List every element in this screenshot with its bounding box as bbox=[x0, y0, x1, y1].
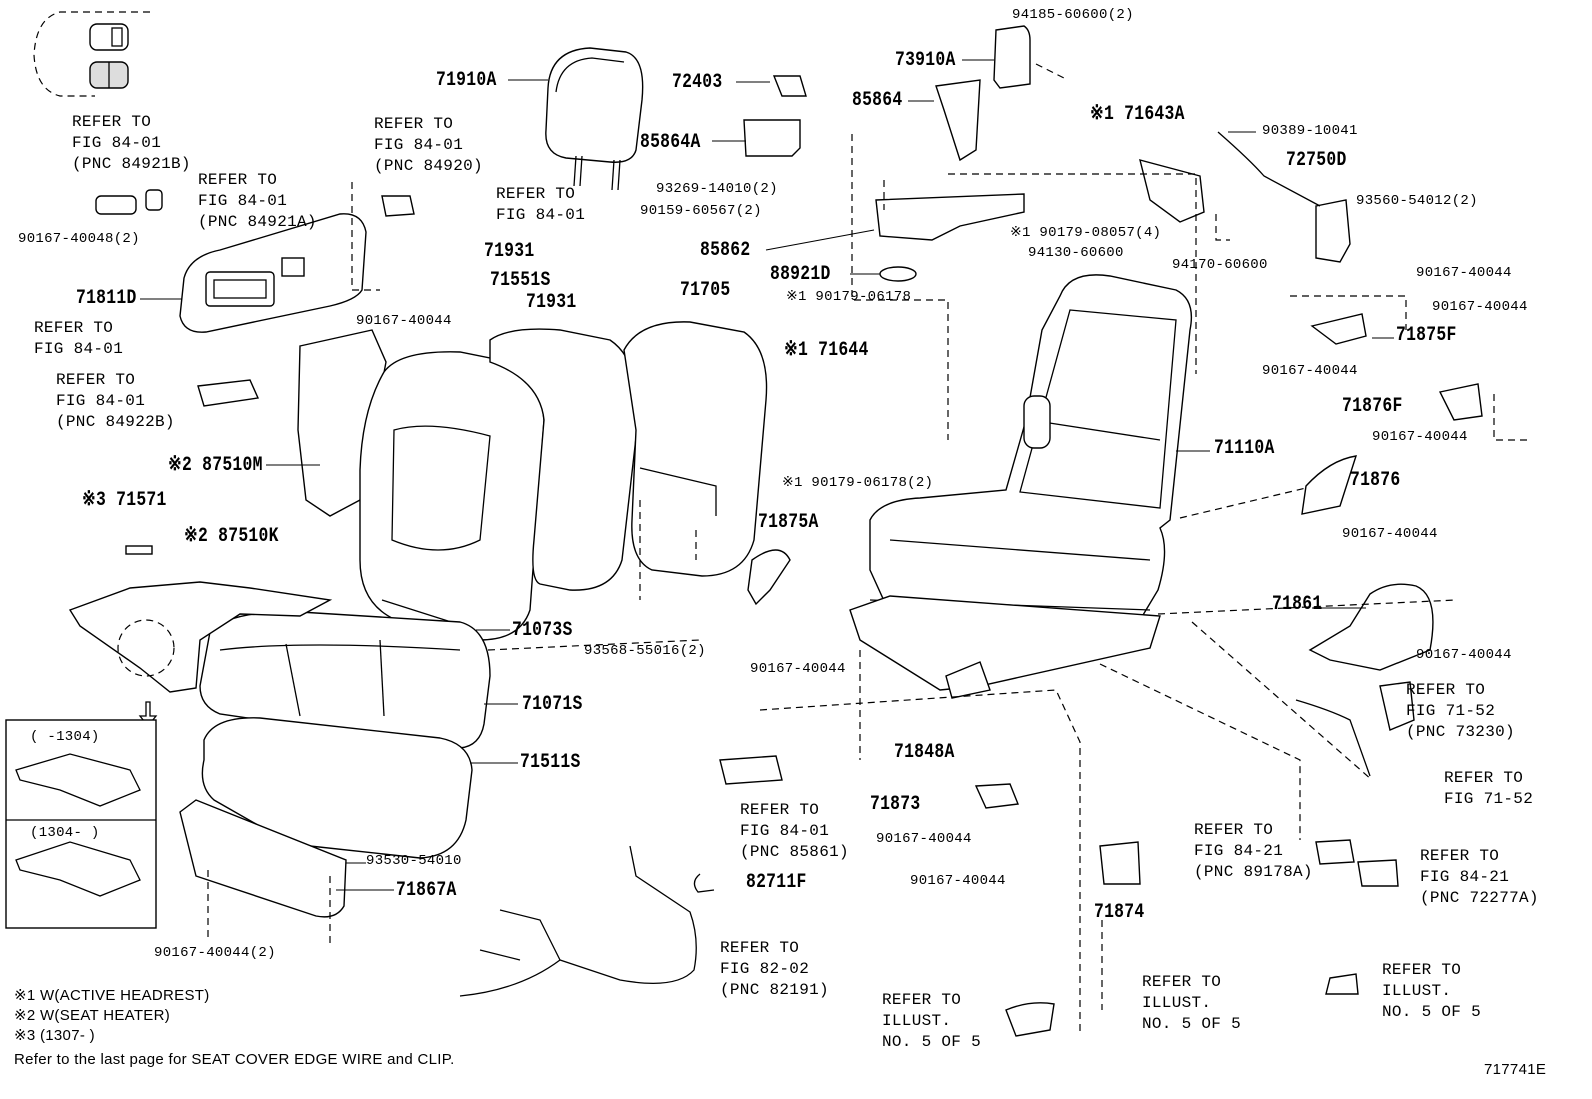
part-90167-r6-label: 90167-40044 bbox=[1416, 647, 1512, 663]
part-71811D-label: 71811D bbox=[76, 287, 137, 310]
part-71875A-label: 71875A bbox=[758, 511, 819, 534]
guide-lines bbox=[207, 63, 1528, 1036]
ref-71-52: REFER TO FIG 71-52 bbox=[1444, 769, 1534, 808]
part-71910A-label: 71910A bbox=[436, 69, 497, 92]
part-90167-40048-label: 90167-40048(2) bbox=[18, 231, 140, 247]
part-93269-label: 93269-14010(2) bbox=[656, 181, 778, 197]
part-94130-label: 94130-60600 bbox=[1028, 245, 1124, 261]
part-72750D-label: 72750D bbox=[1286, 149, 1347, 172]
inset-box bbox=[5, 719, 157, 929]
part-71071S-label: 71071S bbox=[522, 693, 583, 716]
headrest-drawing bbox=[545, 47, 644, 191]
ref-84-01-b: REFER TO FIG 84-01 bbox=[34, 319, 124, 358]
part-87510M-label: ※2 87510M bbox=[168, 454, 263, 477]
legend-note-1: ※1 W(ACTIVE HEADREST) bbox=[14, 987, 210, 1004]
wire-harness-drawing bbox=[459, 755, 1141, 997]
switch-knobs-drawing bbox=[95, 189, 415, 407]
ref-84921A: REFER TO FIG 84-01 (PNC 84921A) bbox=[198, 171, 317, 231]
part-90167-m2-label: 90167-40044 bbox=[876, 831, 972, 847]
part-71551S-label: 71551S bbox=[490, 269, 551, 292]
part-85864A-label: 85864A bbox=[640, 131, 701, 154]
side-cover-drawing bbox=[179, 213, 367, 333]
part-71571-label: ※3 71571 bbox=[82, 489, 167, 512]
part-87510K-label: ※2 87510K bbox=[184, 525, 279, 548]
ref-illust-2: REFER TO ILLUST. NO. 5 OF 5 bbox=[1142, 973, 1242, 1033]
leader-lines bbox=[140, 59, 1394, 891]
part-90167-r1-label: 90167-40044 bbox=[1416, 265, 1512, 281]
ref-85861: REFER TO FIG 84-01 (PNC 85861) bbox=[740, 801, 849, 861]
vehicle-position-icon bbox=[33, 11, 150, 97]
part-71931-upper-label: 71931 bbox=[484, 240, 535, 263]
part-71511S-label: 71511S bbox=[520, 751, 581, 774]
part-94170-label: 94170-60600 bbox=[1172, 257, 1268, 273]
seat-pan-drawing bbox=[68, 545, 333, 728]
seatback-pad-drawing bbox=[489, 328, 639, 591]
ref-illust-1: REFER TO ILLUST. NO. 5 OF 5 bbox=[882, 991, 982, 1051]
part-90167-r2-label: 90167-40044 bbox=[1432, 299, 1528, 315]
part-71874-label: 71874 bbox=[1094, 901, 1145, 924]
part-71876-label: 71876 bbox=[1350, 469, 1401, 492]
part-90167-r5-label: 90167-40044 bbox=[1342, 526, 1438, 542]
inset-top-label: ( -1304) bbox=[30, 729, 100, 745]
right-parts-drawing bbox=[743, 25, 1483, 1037]
ref-73230: REFER TO FIG 71-52 (PNC 73230) bbox=[1406, 681, 1515, 741]
part-71931-lower-label: 71931 bbox=[526, 291, 577, 314]
back-board-drawing bbox=[623, 321, 768, 577]
legend-note-2: ※2 W(SEAT HEATER) bbox=[14, 1007, 171, 1024]
figure-id: 717741E bbox=[1484, 1061, 1547, 1078]
part-85864-label: 85864 bbox=[852, 89, 903, 112]
part-90167-m3-label: 90167-40044 bbox=[910, 873, 1006, 889]
part-93560-label: 93560-54012(2) bbox=[1356, 193, 1478, 209]
part-90167-m1-label: 90167-40044 bbox=[750, 661, 846, 677]
part-71073S-label: 71073S bbox=[512, 619, 573, 642]
part-94185-label: 94185-60600(2) bbox=[1012, 7, 1134, 23]
legend-note-3: ※3 (1307- ) bbox=[14, 1027, 95, 1044]
part-93530-label: 93530-54010 bbox=[366, 853, 462, 869]
part-71848A-label: 71848A bbox=[894, 741, 955, 764]
ref-84-01-a: REFER TO FIG 84-01 bbox=[496, 185, 586, 224]
part-82711F-label: 82711F bbox=[746, 871, 807, 894]
part-71705-label: 71705 bbox=[680, 279, 731, 302]
seatback-cover-drawing bbox=[359, 351, 545, 641]
part-90167-r4-label: 90167-40044 bbox=[1372, 429, 1468, 445]
seat-pad-drawing bbox=[201, 717, 473, 859]
ref-84921B: REFER TO FIG 84-01 (PNC 84921B) bbox=[72, 113, 191, 173]
ref-illust-3: REFER TO ILLUST. NO. 5 OF 5 bbox=[1382, 961, 1482, 1021]
part-71867A-label: 71867A bbox=[396, 879, 457, 902]
part-90167-l2-label: 90167-40044 bbox=[356, 313, 452, 329]
part-71110A-label: 71110A bbox=[1214, 437, 1275, 460]
part-93568-label: 93568-55016(2) bbox=[584, 643, 706, 659]
part-71876F-label: 71876F bbox=[1342, 395, 1403, 418]
ref-82191: REFER TO FIG 82-02 (PNC 82191) bbox=[720, 939, 829, 999]
part-71643A-label: ※1 71643A bbox=[1090, 103, 1185, 126]
ref-84920: REFER TO FIG 84-01 (PNC 84920) bbox=[374, 115, 483, 175]
part-90179-06178-2-label: ※1 90179-06178(2) bbox=[782, 475, 934, 491]
seat-cover-drawing bbox=[199, 611, 491, 749]
part-72403-label: 72403 bbox=[672, 71, 723, 94]
seat-frame-drawing bbox=[849, 274, 1193, 699]
part-85862-label: 85862 bbox=[700, 239, 751, 262]
part-88921D-label: 88921D bbox=[770, 263, 831, 286]
part-90167-r3-label: 90167-40044 bbox=[1262, 363, 1358, 379]
part-71644-label: ※1 71644 bbox=[784, 339, 869, 362]
part-71861-label: 71861 bbox=[1272, 593, 1323, 616]
part-90159-label: 90159-60567(2) bbox=[640, 203, 762, 219]
part-90167-b1-label: 90167-40044(2) bbox=[154, 945, 276, 961]
ref-84922B: REFER TO FIG 84-01 (PNC 84922B) bbox=[56, 371, 175, 431]
part-73910A-label: 73910A bbox=[895, 49, 956, 72]
part-90389-label: 90389-10041 bbox=[1262, 123, 1358, 139]
ref-89178A: REFER TO FIG 84-21 (PNC 89178A) bbox=[1194, 821, 1313, 881]
ref-72277A: REFER TO FIG 84-21 (PNC 72277A) bbox=[1420, 847, 1539, 907]
part-71873-label: 71873 bbox=[870, 793, 921, 816]
part-71875F-label: 71875F bbox=[1396, 324, 1457, 347]
shield-drawing bbox=[179, 799, 347, 918]
legend-footer: Refer to the last page for SEAT COVER ED… bbox=[14, 1051, 455, 1068]
inset-bottom-label: (1304- ) bbox=[30, 825, 100, 841]
part-90179-08057-label: ※1 90179-08057(4) bbox=[1010, 225, 1162, 241]
part-90179-06178-label: ※1 90179-06178 bbox=[786, 289, 912, 305]
